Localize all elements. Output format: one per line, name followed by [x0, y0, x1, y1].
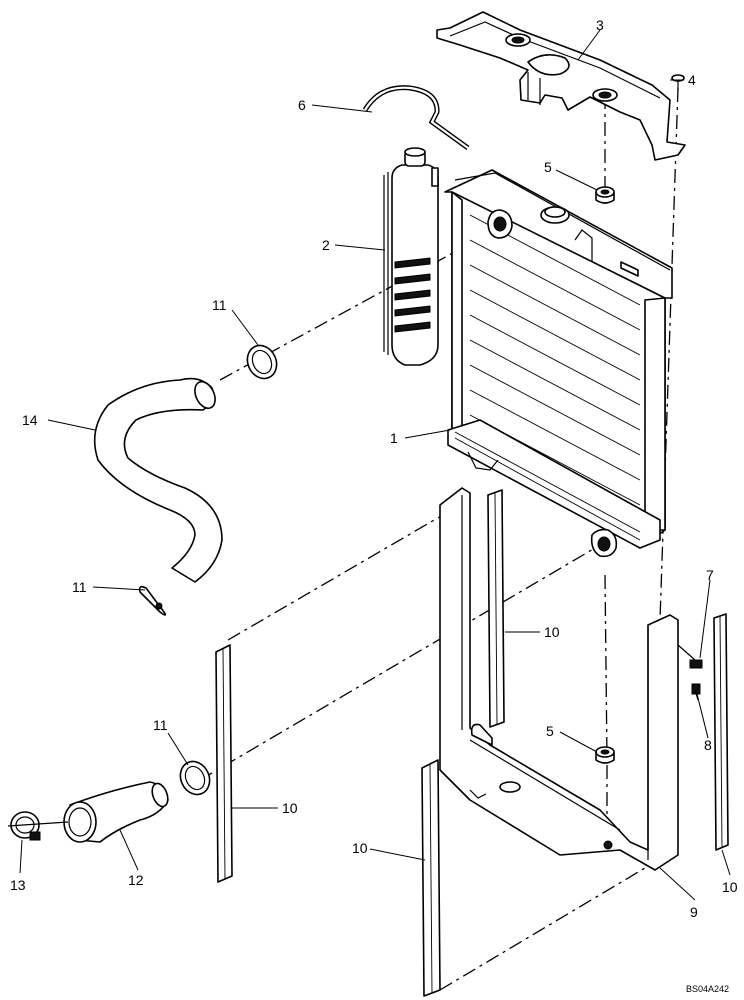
- top-mounting-bracket: [436, 11, 686, 161]
- hose-clamp-upper: [246, 344, 278, 380]
- callout-14: 14: [22, 412, 38, 428]
- hose-clamp-small: [138, 585, 167, 616]
- callout-labels: 3 4 6 5 2 11 14 1 11 7 10 5 8 11 10 10 1…: [10, 17, 738, 920]
- seal-strip-d: [713, 613, 729, 851]
- callout-3: 3: [596, 17, 604, 33]
- upper-grommet: [595, 186, 615, 204]
- coolant-reservoir: [383, 147, 439, 366]
- callout-13: 13: [10, 877, 26, 893]
- overflow-hose: [362, 85, 470, 151]
- drawing-code: BS04A242: [686, 984, 729, 994]
- hose-clamp-lower: [179, 760, 211, 796]
- lower-grommet: [595, 746, 615, 764]
- radiator-core: [444, 169, 673, 558]
- leader-lines: [19, 29, 731, 901]
- nut: [689, 659, 703, 669]
- callout-8: 8: [704, 737, 712, 753]
- reservoir-level-marks: [394, 257, 431, 333]
- screw: [671, 74, 685, 90]
- callout-10-b: 10: [282, 800, 298, 816]
- callout-6: 6: [298, 97, 306, 113]
- callout-7: 7: [706, 567, 714, 583]
- callout-10-c: 10: [352, 840, 368, 856]
- callout-10-d: 10: [722, 879, 738, 895]
- seal-strip-b: [215, 644, 233, 883]
- callout-11-lower: 11: [153, 717, 168, 733]
- callout-4: 4: [688, 72, 696, 88]
- callout-10-a: 10: [544, 624, 560, 640]
- callout-11-upper: 11: [212, 297, 227, 313]
- seal-strip-c: [421, 759, 441, 997]
- callout-2: 2: [322, 237, 330, 253]
- lower-support-frame: [439, 487, 679, 871]
- worm-clamp: [7, 811, 69, 841]
- callout-12: 12: [128, 872, 144, 888]
- callout-1: 1: [390, 430, 398, 446]
- callout-11-small: 11: [72, 579, 87, 595]
- upper-radiator-hose: [93, 377, 223, 583]
- seal-strip-a: [487, 489, 505, 728]
- lower-radiator-hose: [63, 781, 169, 843]
- callout-5-lower: 5: [546, 723, 554, 739]
- washer: [691, 683, 701, 695]
- callout-9: 9: [690, 904, 698, 920]
- callout-5-upper: 5: [544, 159, 552, 175]
